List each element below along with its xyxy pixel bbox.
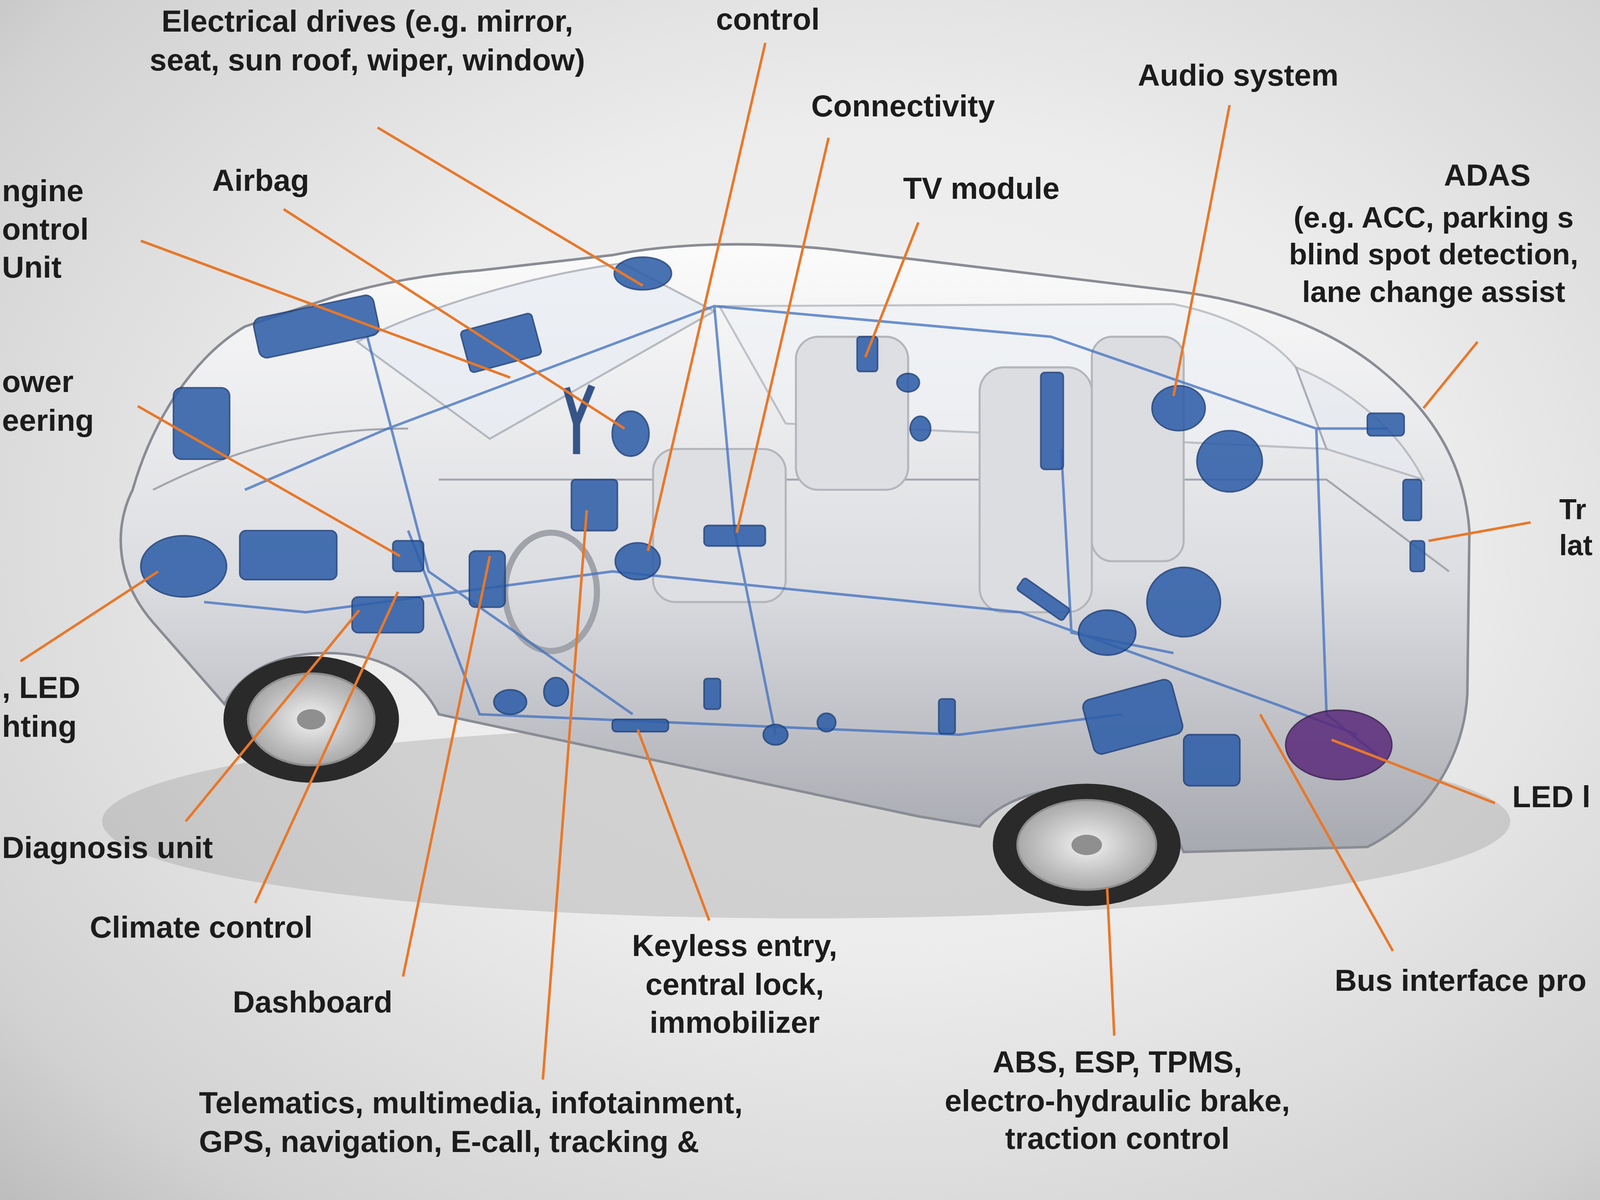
callout-label: Audio system xyxy=(1137,56,1373,95)
leader-line xyxy=(1331,739,1495,803)
callout-label: Climate control xyxy=(89,908,355,947)
airbag-module xyxy=(566,385,592,454)
seat-drive xyxy=(1016,577,1070,622)
callout-label: Tr lat xyxy=(1559,492,1598,564)
speaker xyxy=(1146,567,1221,637)
adas-sensor xyxy=(1403,479,1422,521)
speaker xyxy=(1152,385,1206,431)
front-seat xyxy=(796,336,909,490)
sensor xyxy=(544,677,569,706)
sensor xyxy=(896,373,920,392)
leader-line xyxy=(736,137,829,533)
callout-label: TV module xyxy=(903,169,1098,208)
leader-line xyxy=(648,42,766,551)
adas-sensor xyxy=(1410,540,1425,572)
wire-harness xyxy=(367,336,633,715)
callout-label: Keyless entry, central lock, immobilizer xyxy=(617,926,852,1042)
callout-label: ADAS xyxy=(1423,156,1552,195)
callout-label: Connectivity xyxy=(811,86,1036,126)
rear-window xyxy=(1296,367,1424,480)
front-tire xyxy=(223,656,400,783)
leader-line xyxy=(283,209,625,429)
control-unit xyxy=(615,542,660,580)
door-module xyxy=(704,678,721,710)
airbag-unit xyxy=(612,411,650,456)
engine-part xyxy=(252,294,381,360)
leader-line xyxy=(140,240,510,378)
leader-line xyxy=(137,406,400,556)
dashboard-unit xyxy=(469,551,505,608)
headlight-module xyxy=(140,535,227,597)
keyless-module xyxy=(612,719,669,732)
speaker xyxy=(1196,430,1262,492)
speaker xyxy=(1078,610,1136,656)
adas-sensor xyxy=(1367,413,1404,436)
callout-label: (e.g. ACC, parking s blind spot detectio… xyxy=(1271,198,1596,310)
leader-line xyxy=(403,556,490,977)
wire-harness xyxy=(714,306,776,735)
callout-label: Diagnosis unit xyxy=(2,828,237,867)
leader-line xyxy=(865,222,919,358)
leader-line xyxy=(1107,887,1115,1036)
rear-rim xyxy=(1017,800,1156,890)
sensor xyxy=(494,689,527,714)
bus-interface-box xyxy=(1081,678,1185,756)
callout-label: Dashboard xyxy=(232,982,427,1022)
rear-tire xyxy=(992,783,1181,906)
leader-line xyxy=(377,127,643,286)
brake-unit xyxy=(1183,734,1240,786)
callout-label: Electrical drives (e.g. mirror, seat, su… xyxy=(127,2,608,79)
led-taillight xyxy=(1285,710,1392,780)
door-module xyxy=(938,698,956,734)
sensor xyxy=(817,713,836,732)
wire-harness xyxy=(1316,428,1378,755)
sensor xyxy=(910,416,931,441)
car-body xyxy=(120,244,1470,852)
leader-line xyxy=(637,729,710,921)
telematics-unit xyxy=(571,479,618,531)
front-hub xyxy=(296,709,326,730)
front-seat xyxy=(653,448,786,602)
callout-label: Airbag xyxy=(212,161,340,200)
connectivity-unit xyxy=(704,525,766,546)
leader-line xyxy=(1173,105,1230,396)
leader-line xyxy=(542,510,587,1080)
callout-label: control xyxy=(704,0,832,39)
leader-line xyxy=(1423,342,1478,409)
leader-line xyxy=(20,571,158,662)
callout-label: ower eering xyxy=(2,362,115,439)
engine-part xyxy=(173,387,230,460)
leader-line xyxy=(1260,714,1394,952)
rear-hub xyxy=(1071,834,1103,856)
callout-label: ngine ontrol Unit xyxy=(2,171,115,287)
leader-line xyxy=(1428,522,1531,541)
battery xyxy=(239,530,337,580)
rear-seat xyxy=(1092,336,1184,562)
rear-seat xyxy=(979,367,1092,612)
sensor xyxy=(763,724,788,745)
callout-label: ABS, ESP, TPMS, electro-hydraulic brake,… xyxy=(933,1042,1301,1158)
seat-drive xyxy=(1040,372,1064,470)
leader-line xyxy=(255,592,398,904)
callout-label: LED l xyxy=(1512,777,1598,816)
callout-label: , LED hting xyxy=(2,668,115,745)
callout-label: Bus interface pro xyxy=(1334,961,1598,1000)
leader-line xyxy=(185,610,360,822)
callout-label: Telematics, multimedia, infotainment, GP… xyxy=(198,1083,791,1160)
